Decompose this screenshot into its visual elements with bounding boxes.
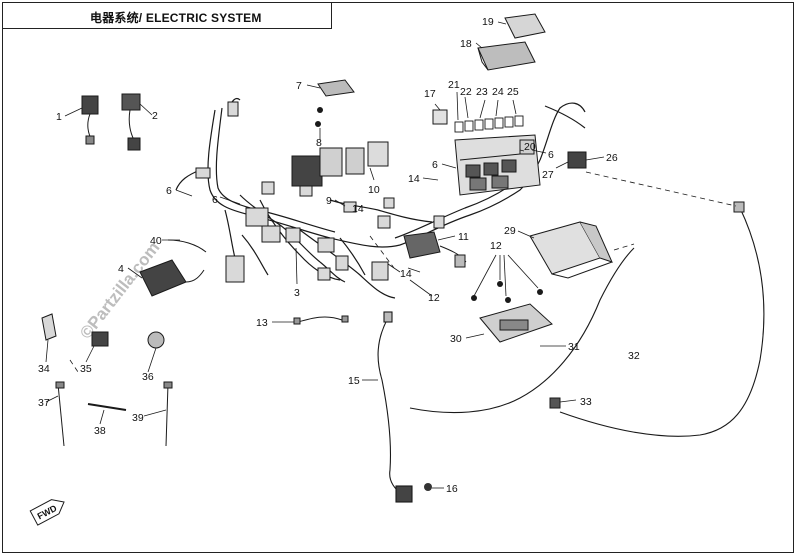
diagram-title: 电器系统/ ELECTRIC SYSTEM bbox=[90, 11, 262, 25]
cable-31 bbox=[409, 247, 635, 414]
callout-27: 27 bbox=[542, 169, 554, 181]
module-18 bbox=[477, 41, 536, 71]
callout-35: 35 bbox=[80, 363, 92, 375]
callout-23: 23 bbox=[476, 86, 488, 98]
callout-24: 24 bbox=[492, 86, 504, 98]
callout-38: 38 bbox=[94, 425, 106, 437]
callout-6b: 6 bbox=[212, 194, 218, 206]
switch-1 bbox=[81, 95, 99, 145]
tie-38 bbox=[87, 403, 127, 411]
callout-25: 25 bbox=[507, 86, 519, 98]
callout-1: 1 bbox=[56, 111, 62, 123]
fwd-arrow-icon: FWD bbox=[29, 499, 65, 526]
tie-37 bbox=[55, 381, 65, 447]
fuse-relay-box bbox=[454, 134, 541, 196]
callout-26: 26 bbox=[606, 152, 618, 164]
callout-2: 2 bbox=[152, 110, 158, 122]
callout-17: 17 bbox=[424, 88, 436, 100]
module-19 bbox=[504, 13, 546, 39]
callout-labels: 1 2 3 4 6 6 6 6 7 8 9 10 11 12 12 13 14 … bbox=[38, 16, 640, 495]
diagram-frame bbox=[2, 2, 794, 553]
terminal-33 bbox=[549, 397, 561, 409]
callout-33: 33 bbox=[580, 396, 592, 408]
title-box: 电器系统/ ELECTRIC SYSTEM bbox=[2, 2, 332, 29]
callout-3: 3 bbox=[294, 287, 300, 299]
callout-12b: 12 bbox=[428, 292, 440, 304]
callout-32: 32 bbox=[628, 350, 640, 362]
clip-34 bbox=[41, 313, 57, 341]
bolts-12 bbox=[471, 281, 543, 303]
connector-26 bbox=[567, 151, 587, 169]
relay-17 bbox=[432, 109, 448, 125]
tie-39 bbox=[163, 381, 173, 447]
callout-29: 29 bbox=[504, 225, 516, 237]
callout-16: 16 bbox=[446, 483, 458, 495]
callout-6a: 6 bbox=[166, 185, 172, 197]
cable-13 bbox=[293, 315, 349, 325]
regulator-11 bbox=[403, 231, 467, 268]
callout-8: 8 bbox=[316, 137, 322, 149]
callout-11: 11 bbox=[458, 231, 469, 243]
callout-14a: 14 bbox=[408, 173, 420, 185]
callout-30: 30 bbox=[450, 333, 462, 345]
callout-21: 21 bbox=[448, 79, 460, 91]
bolts-8 bbox=[315, 107, 323, 127]
bracket-7 bbox=[317, 79, 355, 97]
callout-10: 10 bbox=[368, 184, 380, 196]
callout-6c: 6 bbox=[432, 159, 438, 171]
callout-22: 22 bbox=[460, 86, 472, 98]
callout-13: 13 bbox=[256, 317, 268, 329]
relays-10 bbox=[291, 141, 389, 187]
sensor-4 bbox=[139, 259, 205, 297]
callout-15: 15 bbox=[348, 375, 360, 387]
guide-lines bbox=[69, 171, 737, 373]
callout-14b: 14 bbox=[352, 203, 364, 215]
grommet-16 bbox=[424, 483, 432, 491]
switch-2 bbox=[121, 93, 141, 151]
callout-19: 19 bbox=[482, 16, 494, 28]
cable-40 bbox=[167, 239, 207, 253]
leader-lines bbox=[45, 21, 605, 489]
cable-32 bbox=[559, 207, 765, 437]
callout-20: 20 bbox=[524, 141, 536, 153]
callout-31: 31 bbox=[568, 341, 580, 353]
grommet-36 bbox=[147, 331, 165, 349]
callout-4: 4 bbox=[118, 263, 124, 275]
callout-7: 7 bbox=[296, 80, 302, 92]
callout-12a: 12 bbox=[490, 240, 502, 252]
callout-18: 18 bbox=[460, 38, 472, 50]
callout-14c: 14 bbox=[400, 268, 412, 280]
fuse-row bbox=[454, 115, 524, 133]
ecu-30 bbox=[479, 303, 553, 343]
cable-32-end bbox=[733, 201, 745, 213]
callout-9: 9 bbox=[326, 195, 332, 207]
callout-39: 39 bbox=[132, 412, 144, 424]
callout-40: 40 bbox=[150, 235, 162, 247]
battery-29 bbox=[529, 221, 613, 279]
harness-15 bbox=[377, 311, 413, 503]
callout-36: 36 bbox=[142, 371, 154, 383]
harness-connectors bbox=[195, 101, 445, 283]
clip-35 bbox=[91, 331, 109, 347]
callout-34: 34 bbox=[38, 363, 50, 375]
callout-37: 37 bbox=[38, 397, 50, 409]
callout-6d: 6 bbox=[548, 149, 554, 161]
